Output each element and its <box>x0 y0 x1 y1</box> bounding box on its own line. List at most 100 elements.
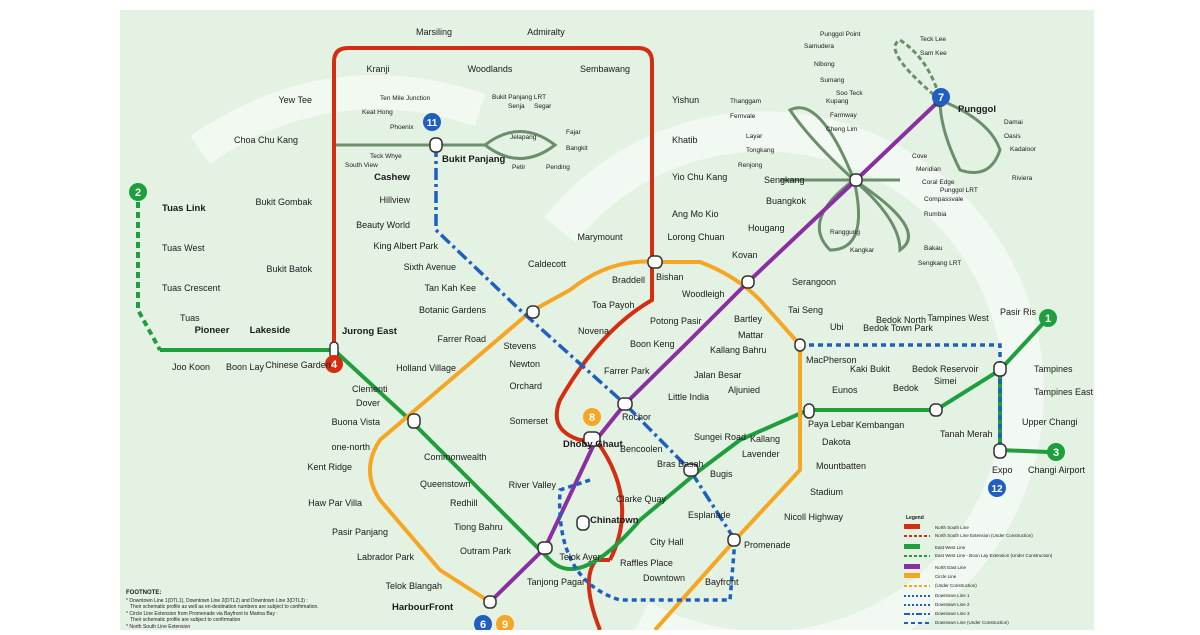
station-label: Senja <box>508 103 525 110</box>
station-label: Bayfront <box>705 577 739 587</box>
station-label: Nibong <box>814 61 835 68</box>
station-label: Woodleigh <box>682 289 724 299</box>
station-label: Admiralty <box>527 27 565 37</box>
station-label: Outram Park <box>460 546 512 556</box>
east-west-line <box>160 316 1050 571</box>
station-label: Bakau <box>924 245 943 252</box>
station-label: Ten Mile Junction <box>380 95 431 102</box>
station-label: Mattar <box>738 330 764 340</box>
north-east-line <box>488 98 942 604</box>
footnote-title: FOOTNOTE: <box>126 590 161 596</box>
station-label: Buangkok <box>766 196 807 206</box>
station-label: Jelapang <box>510 134 537 141</box>
station-label: Sam Kee <box>920 50 947 57</box>
station-label: Keat Hong <box>362 109 393 116</box>
station-label: Riviera <box>1012 175 1033 182</box>
station-label: Tuas <box>180 313 200 323</box>
legend: Legend North South Line North South Line… <box>904 515 1053 625</box>
legend-item: Downtown Line 3 <box>935 611 970 616</box>
station-labels: Marsiling Admiralty Kranji Woodlands Sem… <box>162 27 1094 613</box>
station-label: Rumbia <box>924 211 947 218</box>
downtown-line <box>434 145 737 541</box>
station-label: Holland Village <box>396 363 456 373</box>
svg-text:6: 6 <box>480 619 486 630</box>
svg-text:2: 2 <box>135 187 141 199</box>
line-badge: 7 <box>932 88 950 106</box>
station-label: Redhill <box>450 498 478 508</box>
station-label: Layar <box>746 133 763 140</box>
station-label: Punggol LRT <box>940 187 978 194</box>
station-label: Tai Seng <box>788 305 823 315</box>
station-label: Caldecott <box>528 259 567 269</box>
station-label: Bras Basah <box>657 459 704 469</box>
station-label: Dhoby Ghaut <box>563 439 623 450</box>
station-label: Chinese Garden <box>265 360 331 370</box>
line-badge: 12 <box>988 479 1006 497</box>
svg-text:12: 12 <box>991 484 1003 495</box>
station-label: Lorong Chuan <box>667 232 724 242</box>
background-watermark-arc <box>544 111 1044 635</box>
station-label: Beauty World <box>356 220 410 230</box>
footnote-line: Their schematic profile as well as en-de… <box>130 604 319 610</box>
station-label: Bukit Panjang <box>442 154 506 165</box>
station-label: Teck Whye <box>370 153 402 160</box>
station-label: Ubi <box>830 322 844 332</box>
station-label: Boon Lay <box>226 362 265 372</box>
line-badge: 11 <box>423 113 441 131</box>
svg-text:3: 3 <box>1053 447 1059 459</box>
station-label: Samudera <box>804 43 834 50</box>
station-label: Kallang <box>750 434 780 444</box>
station-label: Aljunied <box>728 385 760 395</box>
line-badge: 9 <box>496 615 514 633</box>
station-label: Hougang <box>748 223 785 233</box>
station-label: Tongkang <box>746 147 775 154</box>
bukit-panjang-lrt <box>336 130 558 160</box>
station-label: Meridian <box>916 166 941 173</box>
station-label: Sengkang LRT <box>918 260 961 267</box>
interchange-markers <box>329 93 1007 609</box>
station-label: Haw Par Villa <box>308 498 362 508</box>
station-label: Promenade <box>744 540 791 550</box>
station-label: Jurong East <box>342 326 398 337</box>
station-label: Joo Koon <box>172 362 210 372</box>
station-label: Bedok Reservoir <box>912 364 979 374</box>
station-label: Boon Keng <box>630 339 675 349</box>
station-label: Dover <box>356 398 380 408</box>
station-label: Yio Chu Kang <box>672 172 727 182</box>
station-label: Kupang <box>826 98 849 105</box>
legend-item: East West Line - Boon Lay Extension (Und… <box>935 553 1053 558</box>
station-label: Bugis <box>710 469 733 479</box>
station-label: Choa Chu Kang <box>234 135 298 145</box>
legend-item: North South Line <box>935 525 969 530</box>
station-label: Kaki Bukit <box>850 364 891 374</box>
legend-item: Circle Line <box>935 574 957 579</box>
station-label: Pending <box>546 164 570 171</box>
station-label: Bedok Town Park <box>863 323 933 333</box>
station-label: Commonwealth <box>424 452 487 462</box>
station-label: Sengkang <box>764 175 805 185</box>
station-label: Farmway <box>830 112 857 119</box>
station-label: Labrador Park <box>357 552 415 562</box>
station-label: Cheng Lim <box>826 126 857 133</box>
station-label: Tuas Crescent <box>162 283 221 293</box>
legend-item: East West Line <box>935 545 966 550</box>
station-label: Little India <box>668 392 709 402</box>
station-label: Bukit Batok <box>266 264 312 274</box>
svg-text:9: 9 <box>502 619 508 630</box>
station-label: Novena <box>578 326 609 336</box>
station-label: Stevens <box>503 341 536 351</box>
station-label: Ang Mo Kio <box>672 209 719 219</box>
station-label: Pasir Panjang <box>332 527 388 537</box>
station-label: Farrer Park <box>604 366 650 376</box>
station-label: Damai <box>1004 119 1023 126</box>
station-label: Bedok North <box>876 315 926 325</box>
legend-item: North South Line Extension (Under Constr… <box>935 533 1033 538</box>
station-label: Simei <box>934 376 957 386</box>
station-label: Queenstown <box>420 479 471 489</box>
station-label: Compassvale <box>924 196 964 203</box>
footnote-line: * North South Line Extension <box>126 624 190 630</box>
station-label: Stadium <box>810 487 843 497</box>
station-label: Teck Lee <box>920 36 946 43</box>
station-label: Toa Payoh <box>592 300 635 310</box>
